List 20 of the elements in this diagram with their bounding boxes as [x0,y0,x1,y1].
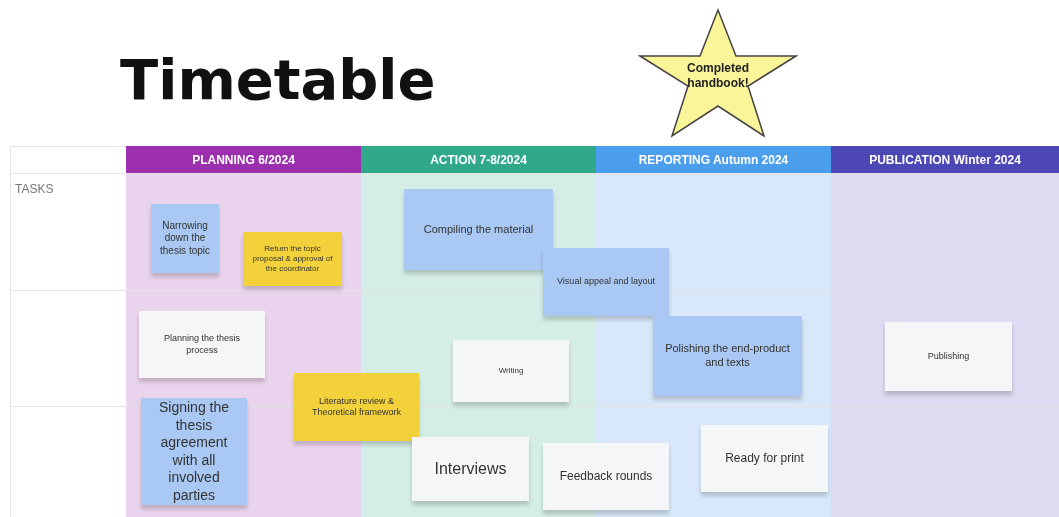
sticky-note: Signing the thesis agreement with all involved parties [141,398,247,505]
star-note: Completed handbook! [638,8,798,138]
sticky-note: Feedback rounds [543,443,669,510]
column-header: ACTION 7-8/2024 [361,146,596,173]
column-header: REPORTING Autumn 2024 [596,146,831,173]
sticky-note: Ready for print [701,425,828,492]
column-header: PLANNING 6/2024 [126,146,361,173]
sticky-note: Planning the thesis process [139,311,265,378]
sticky-note: Literature review & Theoretical framework [294,373,419,441]
column-header: PUBLICATION Winter 2024 [831,146,1059,173]
sticky-note: Interviews [412,437,529,501]
row-label: TASKS [15,181,54,198]
sticky-note: Return the topic proposal & approval of the coordinator [243,232,342,286]
sticky-note: Visual appeal and layout [543,248,669,316]
sticky-note: Publishing [885,322,1012,391]
sticky-note: Narrowing down the thesis topic [151,204,219,273]
sticky-note: Writing [453,340,569,402]
sticky-note: Compiling the material [404,189,553,270]
title: Timetable [120,52,436,108]
sticky-note: Polishing the end-product and texts [653,316,802,396]
